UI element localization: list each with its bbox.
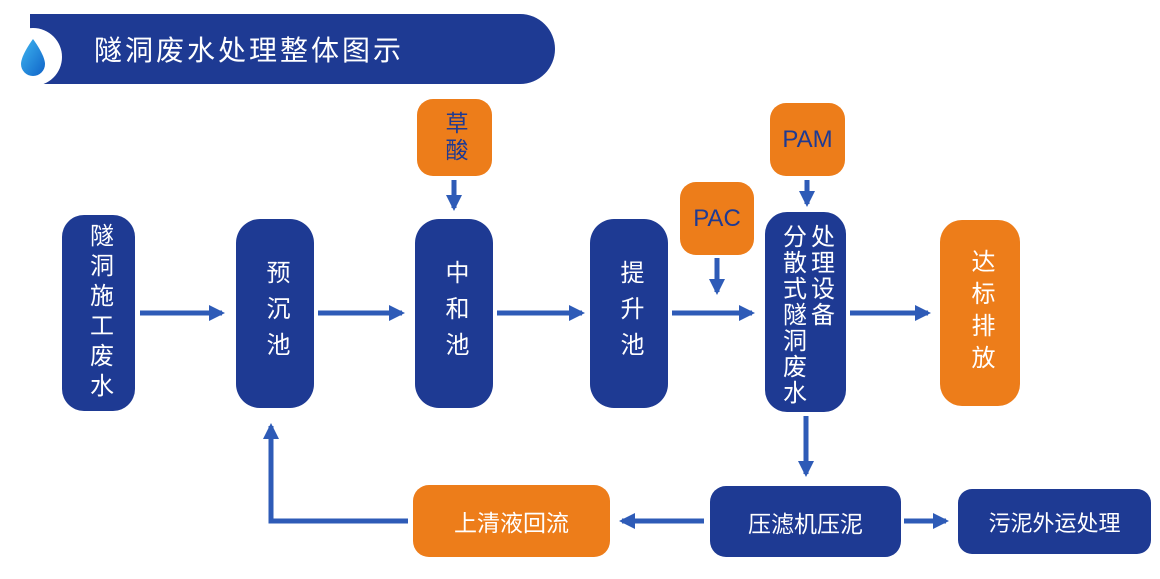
- node-discharge: 达标排放: [940, 220, 1020, 406]
- node-pre-sedimentation-label: 预沉池: [262, 259, 289, 368]
- header-banner: 隧洞废水处理整体图示: [30, 14, 555, 84]
- node-discharge-label: 达标排放: [967, 249, 994, 377]
- node-pre-sedimentation-tank: 预沉池: [236, 219, 314, 408]
- node-supernatant-return-label: 上清液回流: [454, 510, 569, 536]
- node-lifting-tank: 提升池: [590, 219, 668, 408]
- node-treatment-equipment: 分散式隧洞废水 处理设备: [765, 212, 846, 412]
- node-pam: PAM: [770, 103, 845, 176]
- node-pam-label: PAM: [782, 125, 833, 153]
- node-pac: PAC: [680, 182, 754, 255]
- logo-circle: [4, 28, 62, 86]
- node-sludge-transport-label: 污泥外运处理: [988, 510, 1121, 536]
- treatment-equipment-label-left: 分散式隧洞废水: [778, 224, 806, 406]
- node-neutralization-label: 中和池: [441, 259, 468, 368]
- node-filter-press-label: 压滤机压泥: [748, 510, 863, 537]
- water-drop-icon: [21, 39, 45, 76]
- node-oxalic-acid-label: 草酸: [442, 110, 468, 165]
- node-sludge-transport: 污泥外运处理: [958, 489, 1151, 554]
- node-oxalic-acid: 草酸: [417, 99, 492, 176]
- node-neutralization-tank: 中和池: [415, 219, 493, 408]
- node-pac-label: PAC: [693, 204, 741, 232]
- node-lifting-label: 提升池: [616, 259, 643, 368]
- node-filter-press: 压滤机压泥: [710, 486, 901, 557]
- page-title: 隧洞废水处理整体图示: [94, 36, 405, 67]
- treatment-equipment-label-right: 处理设备: [806, 224, 834, 328]
- node-source: 隧洞施工废水: [62, 215, 135, 411]
- node-supernatant-return: 上清液回流: [413, 485, 610, 557]
- arrow-supernatant-to-presed: [263, 423, 408, 524]
- node-source-label: 隧洞施工废水: [85, 223, 113, 403]
